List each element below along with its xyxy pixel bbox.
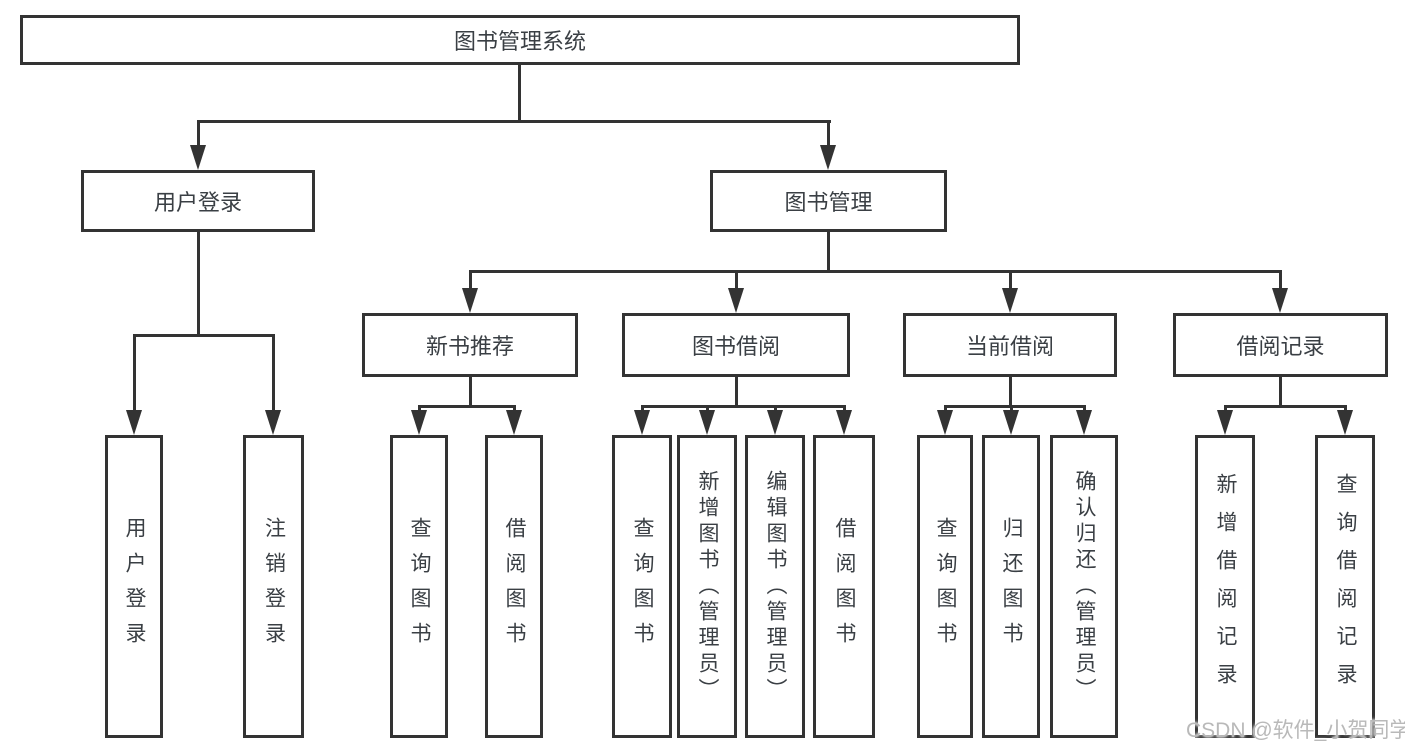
- arrow-down-icon: [1076, 410, 1092, 435]
- leaf-current-query: 查询图书: [917, 435, 973, 738]
- leaf-records-query-label: 查询借阅记录: [1334, 472, 1357, 701]
- connector-line: [513, 405, 516, 413]
- connector-line: [469, 377, 472, 408]
- leaf-borrow-add-admin: 新增图书（管理员）: [677, 435, 737, 738]
- node-book-borrow: 图书借阅: [622, 313, 850, 377]
- connector-line: [641, 405, 644, 413]
- node-current-borrow: 当前借阅: [903, 313, 1117, 377]
- leaf-user-login: 用户登录: [105, 435, 163, 738]
- connector-line: [1010, 405, 1013, 413]
- node-borrow-records-label: 借阅记录: [1236, 334, 1325, 359]
- connector-line: [518, 65, 521, 123]
- connector-line: [197, 232, 200, 337]
- leaf-current-return-label: 归还图书: [1000, 516, 1023, 657]
- leaf-current-return: 归还图书: [982, 435, 1040, 738]
- leaf-records-add-label: 新增借阅记录: [1214, 472, 1237, 701]
- arrow-down-icon: [1003, 410, 1019, 435]
- leaf-borrow-edit-admin-label: 编辑图书（管理员）: [764, 469, 787, 704]
- leaf-borrow-query-label: 查询图书: [631, 516, 654, 657]
- connector-line: [197, 120, 831, 123]
- arrow-down-icon: [1272, 288, 1288, 313]
- leaf-user-login-label: 用户登录: [123, 516, 146, 657]
- connector-line: [272, 334, 275, 412]
- connector-line: [1344, 405, 1347, 413]
- connector-line: [827, 120, 830, 147]
- connector-line: [469, 270, 472, 290]
- connector-line: [1083, 405, 1086, 413]
- leaf-newbooks-query: 查询图书: [390, 435, 448, 738]
- leaf-borrow-edit-admin: 编辑图书（管理员）: [745, 435, 805, 738]
- connector-line: [1009, 270, 1012, 290]
- leaf-borrow-add-admin-label: 新增图书（管理员）: [696, 469, 719, 704]
- connector-line: [133, 334, 136, 412]
- arrow-down-icon: [820, 145, 836, 170]
- leaf-current-query-label: 查询图书: [934, 516, 957, 657]
- arrow-down-icon: [699, 410, 715, 435]
- leaf-records-add: 新增借阅记录: [1195, 435, 1255, 738]
- connector-line: [641, 405, 846, 408]
- connector-line: [197, 120, 200, 147]
- arrow-down-icon: [1217, 410, 1233, 435]
- arrow-down-icon: [937, 410, 953, 435]
- node-borrow-records: 借阅记录: [1173, 313, 1388, 377]
- node-user-login: 用户登录: [81, 170, 315, 232]
- node-new-books-label: 新书推荐: [425, 334, 514, 359]
- arrow-down-icon: [462, 288, 478, 313]
- connector-line: [133, 334, 275, 337]
- csdn-watermark: CSDN @软件_小贺同学: [1186, 719, 1405, 742]
- leaf-borrow-query: 查询图书: [612, 435, 672, 738]
- node-new-books: 新书推荐: [362, 313, 578, 377]
- connector-line: [735, 270, 738, 290]
- connector-line: [1224, 405, 1346, 408]
- arrow-down-icon: [1002, 288, 1018, 313]
- leaf-current-confirm-admin: 确认归还（管理员）: [1050, 435, 1118, 738]
- connector-line: [469, 270, 1282, 273]
- connector-line: [1279, 270, 1282, 290]
- connector-line: [774, 405, 777, 413]
- arrow-down-icon: [126, 410, 142, 435]
- arrow-down-icon: [1337, 410, 1353, 435]
- leaf-current-confirm-admin-label: 确认归还（管理员）: [1073, 469, 1096, 704]
- node-book-mgmt-label: 图书管理: [784, 190, 873, 215]
- connector-line: [1009, 377, 1012, 408]
- connector-line: [944, 405, 947, 413]
- connector-line: [843, 405, 846, 413]
- arrow-down-icon: [836, 410, 852, 435]
- node-book-mgmt: 图书管理: [710, 170, 947, 232]
- connector-line: [418, 405, 421, 413]
- connector-line: [827, 232, 830, 273]
- arrow-down-icon: [190, 145, 206, 170]
- arrow-down-icon: [411, 410, 427, 435]
- node-user-login-label: 用户登录: [153, 190, 242, 215]
- connector-line: [706, 405, 709, 413]
- leaf-newbooks-borrow: 借阅图书: [485, 435, 543, 738]
- connector-line: [1224, 405, 1227, 413]
- node-root: 图书管理系统: [20, 15, 1020, 65]
- connector-line: [944, 405, 1086, 408]
- leaf-records-query: 查询借阅记录: [1315, 435, 1375, 738]
- node-book-borrow-label: 图书借阅: [691, 334, 780, 359]
- leaf-newbooks-borrow-label: 借阅图书: [503, 516, 526, 657]
- leaf-borrow-borrow: 借阅图书: [813, 435, 875, 738]
- node-root-label: 图书管理系统: [453, 29, 586, 54]
- connector-line: [735, 377, 738, 408]
- leaf-newbooks-query-label: 查询图书: [408, 516, 431, 657]
- connector-line: [1279, 377, 1282, 408]
- arrow-down-icon: [634, 410, 650, 435]
- connector-line: [418, 405, 516, 408]
- arrow-down-icon: [265, 410, 281, 435]
- arrow-down-icon: [728, 288, 744, 313]
- arrow-down-icon: [506, 410, 522, 435]
- leaf-borrow-borrow-label: 借阅图书: [833, 516, 856, 657]
- leaf-logout: 注销登录: [243, 435, 304, 738]
- leaf-logout-label: 注销登录: [262, 516, 286, 657]
- node-current-borrow-label: 当前借阅: [965, 334, 1054, 359]
- arrow-down-icon: [767, 410, 783, 435]
